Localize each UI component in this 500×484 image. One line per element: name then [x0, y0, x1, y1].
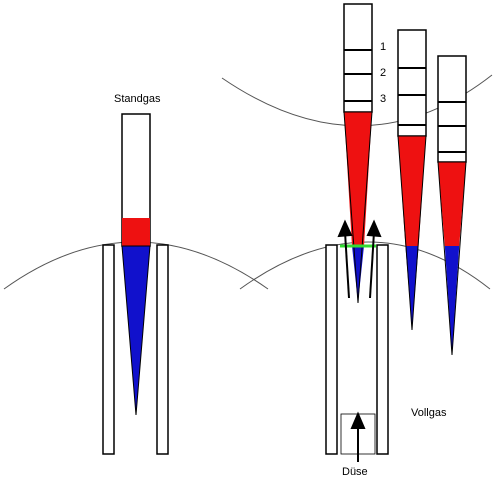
needle-3-red [438, 162, 466, 246]
full-arc [239, 241, 491, 290]
full-throttle-assembly: 1 2 3 Vollgas Düse [221, 3, 493, 478]
idle-needle-red [122, 218, 150, 246]
needle-3-body [437, 55, 467, 163]
needle-2-body [397, 29, 427, 137]
mark-label-1: 1 [380, 41, 386, 53]
flow-arrow-left [344, 231, 350, 299]
idle-assembly: Standgas [3, 93, 269, 455]
idle-tube-right-wall [156, 244, 169, 455]
flow-arrow-left-head [337, 219, 353, 238]
duese-label: Düse [342, 466, 368, 478]
needle-2-red [398, 136, 426, 246]
nozzle-arrow-head [350, 411, 366, 429]
flow-arrows [337, 219, 382, 462]
needle-1-red [344, 112, 372, 246]
standgas-label: Standgas [114, 93, 161, 105]
vollgas-label: Vollgas [411, 407, 447, 419]
full-tube-right-wall [376, 244, 389, 455]
flow-arrow-right [369, 231, 375, 299]
full-tube-left-wall [325, 244, 338, 455]
mark-label-2: 2 [380, 67, 386, 79]
idle-tube-left-wall [102, 244, 115, 455]
needle-1-blue [352, 246, 364, 303]
needle-2-cone-outline [397, 135, 427, 331]
idle-needle-cone [121, 245, 151, 416]
needle-3-cone-outline [437, 161, 467, 356]
needle-1-body [343, 3, 373, 113]
needle-2-blue [405, 246, 419, 330]
mark-label-3: 3 [380, 93, 386, 105]
flow-arrow-right-head [366, 219, 382, 238]
needle-3-blue [444, 246, 460, 355]
needle-1-cone-outline [343, 111, 373, 304]
